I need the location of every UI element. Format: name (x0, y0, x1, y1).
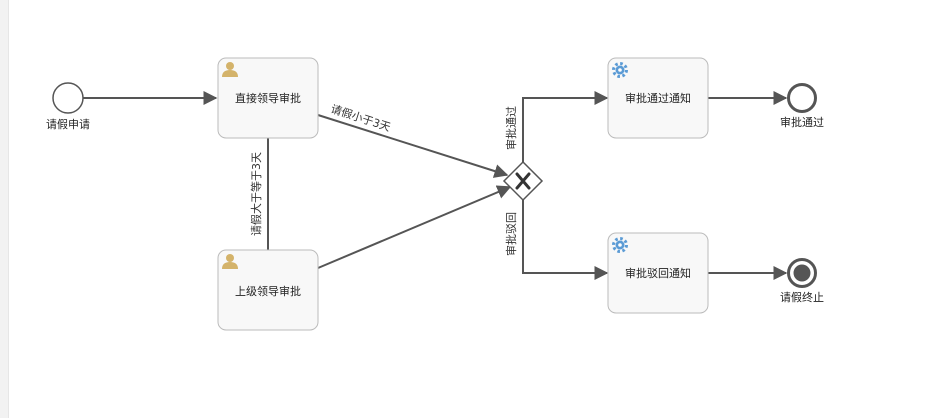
task-superior-approval-label: 上级领导审批 (235, 284, 301, 298)
x-icon (515, 172, 531, 190)
task-reject-notice[interactable]: 审批驳回通知 (607, 232, 709, 314)
end-event-approved-label: 审批通过 (780, 115, 824, 129)
start-event-label: 请假申请 (46, 117, 90, 131)
task-reject-notice-label: 审批驳回通知 (625, 266, 691, 280)
end-event-terminate[interactable]: 请假终止 (780, 258, 824, 305)
task-superior-approval[interactable]: 上级领导审批 (217, 249, 319, 331)
task-pass-notice[interactable]: 审批通过通知 (607, 57, 709, 139)
start-event[interactable]: 请假申请 (46, 82, 90, 131)
flow-superior-to-gateway[interactable] (317, 185, 512, 269)
flow-label-rejected: 审批驳回 (504, 212, 518, 256)
exclusive-gateway[interactable] (502, 160, 544, 202)
end-event-approved[interactable]: 审批通过 (780, 83, 824, 130)
task-direct-approval[interactable]: 直接领导审批 (217, 57, 319, 139)
user-icon (222, 62, 238, 77)
task-pass-notice-label: 审批通过通知 (625, 91, 691, 105)
canvas-left-edge (0, 0, 9, 418)
flow-gateway-to-reject[interactable] (522, 200, 609, 280)
flow-label-approved: 审批通过 (504, 106, 518, 150)
user-icon (222, 254, 238, 269)
gear-icon (612, 62, 628, 78)
end-event-terminate-label: 请假终止 (780, 290, 824, 304)
gear-icon (612, 237, 628, 253)
task-direct-approval-label: 直接领导审批 (235, 91, 301, 105)
flow-direct-to-gateway[interactable] (317, 114, 509, 178)
flow-gateway-to-pass[interactable] (522, 91, 609, 162)
flow-label-ge-3: 请假大于等于3天 (249, 152, 263, 236)
